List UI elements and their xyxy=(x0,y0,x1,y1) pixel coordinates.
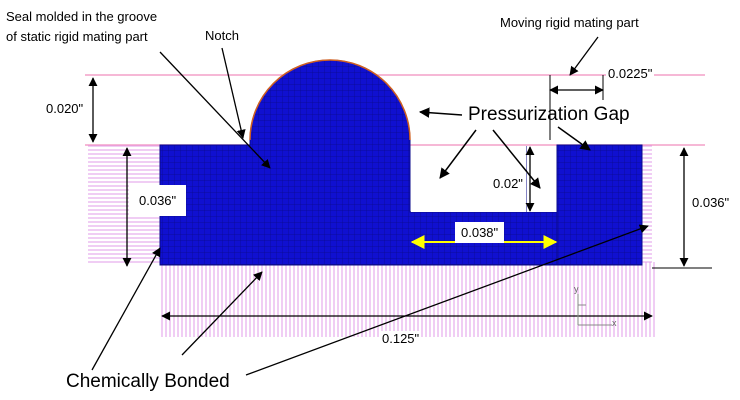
dim-seal-height-left-label: 0.036" xyxy=(129,185,187,216)
dim-part-offset-label: 0.0225" xyxy=(606,66,655,81)
axis-x-label: x xyxy=(612,318,617,328)
leader-seal xyxy=(159,51,271,169)
dome-edge xyxy=(249,59,411,141)
dim-gap-height-label: 0.020" xyxy=(44,101,86,116)
moving-rigid-part xyxy=(556,144,643,266)
leader-gap-3 xyxy=(492,129,541,189)
pressurization-gap-label: Pressurization Gap xyxy=(468,104,630,125)
axes-triad xyxy=(577,294,612,326)
leader-gap-4 xyxy=(557,126,591,151)
leader-moving-part xyxy=(569,36,599,76)
seal-label-line1: Seal molded in the groove xyxy=(6,9,158,24)
bottom-boundary-hatch xyxy=(160,262,655,337)
leader-bonded-bottom xyxy=(181,271,263,356)
leader-gap-1 xyxy=(418,107,463,118)
leader-gap-2 xyxy=(439,129,477,179)
gap-right-column xyxy=(527,146,557,212)
chemically-bonded-label: Chemically Bonded xyxy=(66,371,230,392)
notch-label: Notch xyxy=(205,28,239,43)
leader-notch xyxy=(221,47,246,139)
leader-bonded-left xyxy=(91,247,161,371)
dim-groove-width-label: 0.038" xyxy=(455,222,505,243)
axis-y-label: y xyxy=(574,284,579,294)
leader-bonded-right xyxy=(245,224,649,376)
seal-label-line2: of static rigid mating part xyxy=(6,29,148,44)
dim-seal-height-right-label: 0.036" xyxy=(690,195,732,210)
moving-part-label: Moving rigid mating part xyxy=(500,15,639,30)
dim-groove-depth-label: 0.02" xyxy=(491,176,525,191)
dim-total-width-label: 0.125" xyxy=(380,331,422,346)
